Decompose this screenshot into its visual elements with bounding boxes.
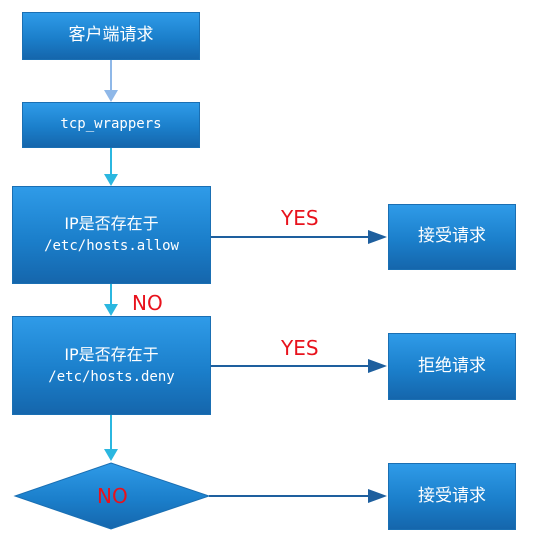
node-check-allow-line1: IP是否存在于 (64, 214, 159, 234)
node-accept-1-label: 接受请求 (418, 226, 486, 247)
arrow-client-to-tcp (104, 60, 118, 102)
edge-label-allow-yes: YES (281, 206, 319, 230)
node-check-deny: IP是否存在于 /etc/hosts.deny (12, 316, 211, 415)
node-tcp-wrappers: tcp_wrappers (22, 102, 200, 148)
node-accept-2: 接受请求 (388, 463, 516, 530)
decision-label: NO (97, 484, 128, 508)
arrow-allow-to-accept (211, 230, 387, 244)
node-check-deny-line1: IP是否存在于 (64, 344, 159, 364)
arrow-decision-to-accept (209, 489, 387, 503)
arrow-deny-to-decision (104, 415, 118, 461)
node-check-allow-line2: /etc/hosts.allow (44, 238, 179, 255)
node-reject-label: 拒绝请求 (418, 355, 486, 376)
node-check-deny-line2: /etc/hosts.deny (48, 368, 175, 385)
node-client-request-label: 客户端请求 (68, 25, 154, 46)
node-check-allow: IP是否存在于 /etc/hosts.allow (12, 186, 211, 284)
arrow-tcp-to-allow (104, 148, 118, 186)
node-tcp-wrappers-label: tcp_wrappers (60, 116, 162, 133)
node-accept-1: 接受请求 (388, 204, 516, 270)
edge-label-allow-no: NO (132, 291, 163, 315)
decision-diamond (13, 462, 211, 530)
node-client-request: 客户端请求 (22, 12, 200, 60)
node-accept-2-label: 接受请求 (418, 485, 486, 506)
node-reject: 拒绝请求 (388, 333, 516, 400)
edge-label-deny-yes: YES (281, 336, 319, 360)
arrow-allow-to-deny (104, 284, 118, 316)
arrow-deny-to-reject (211, 359, 387, 373)
